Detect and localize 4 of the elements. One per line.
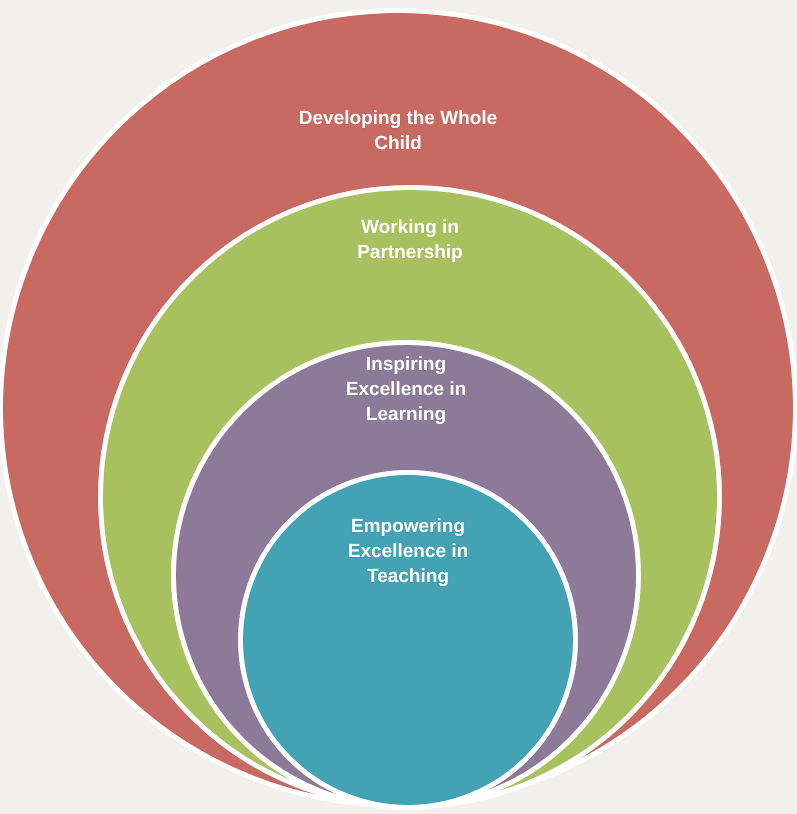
band-label: Inspiring Excellence in Learning <box>344 353 468 427</box>
band-label: Empowering Excellence in Teaching <box>346 515 470 589</box>
band-label: Developing the Whole Child <box>298 107 498 156</box>
band-label: Working in Partnership <box>356 216 464 265</box>
